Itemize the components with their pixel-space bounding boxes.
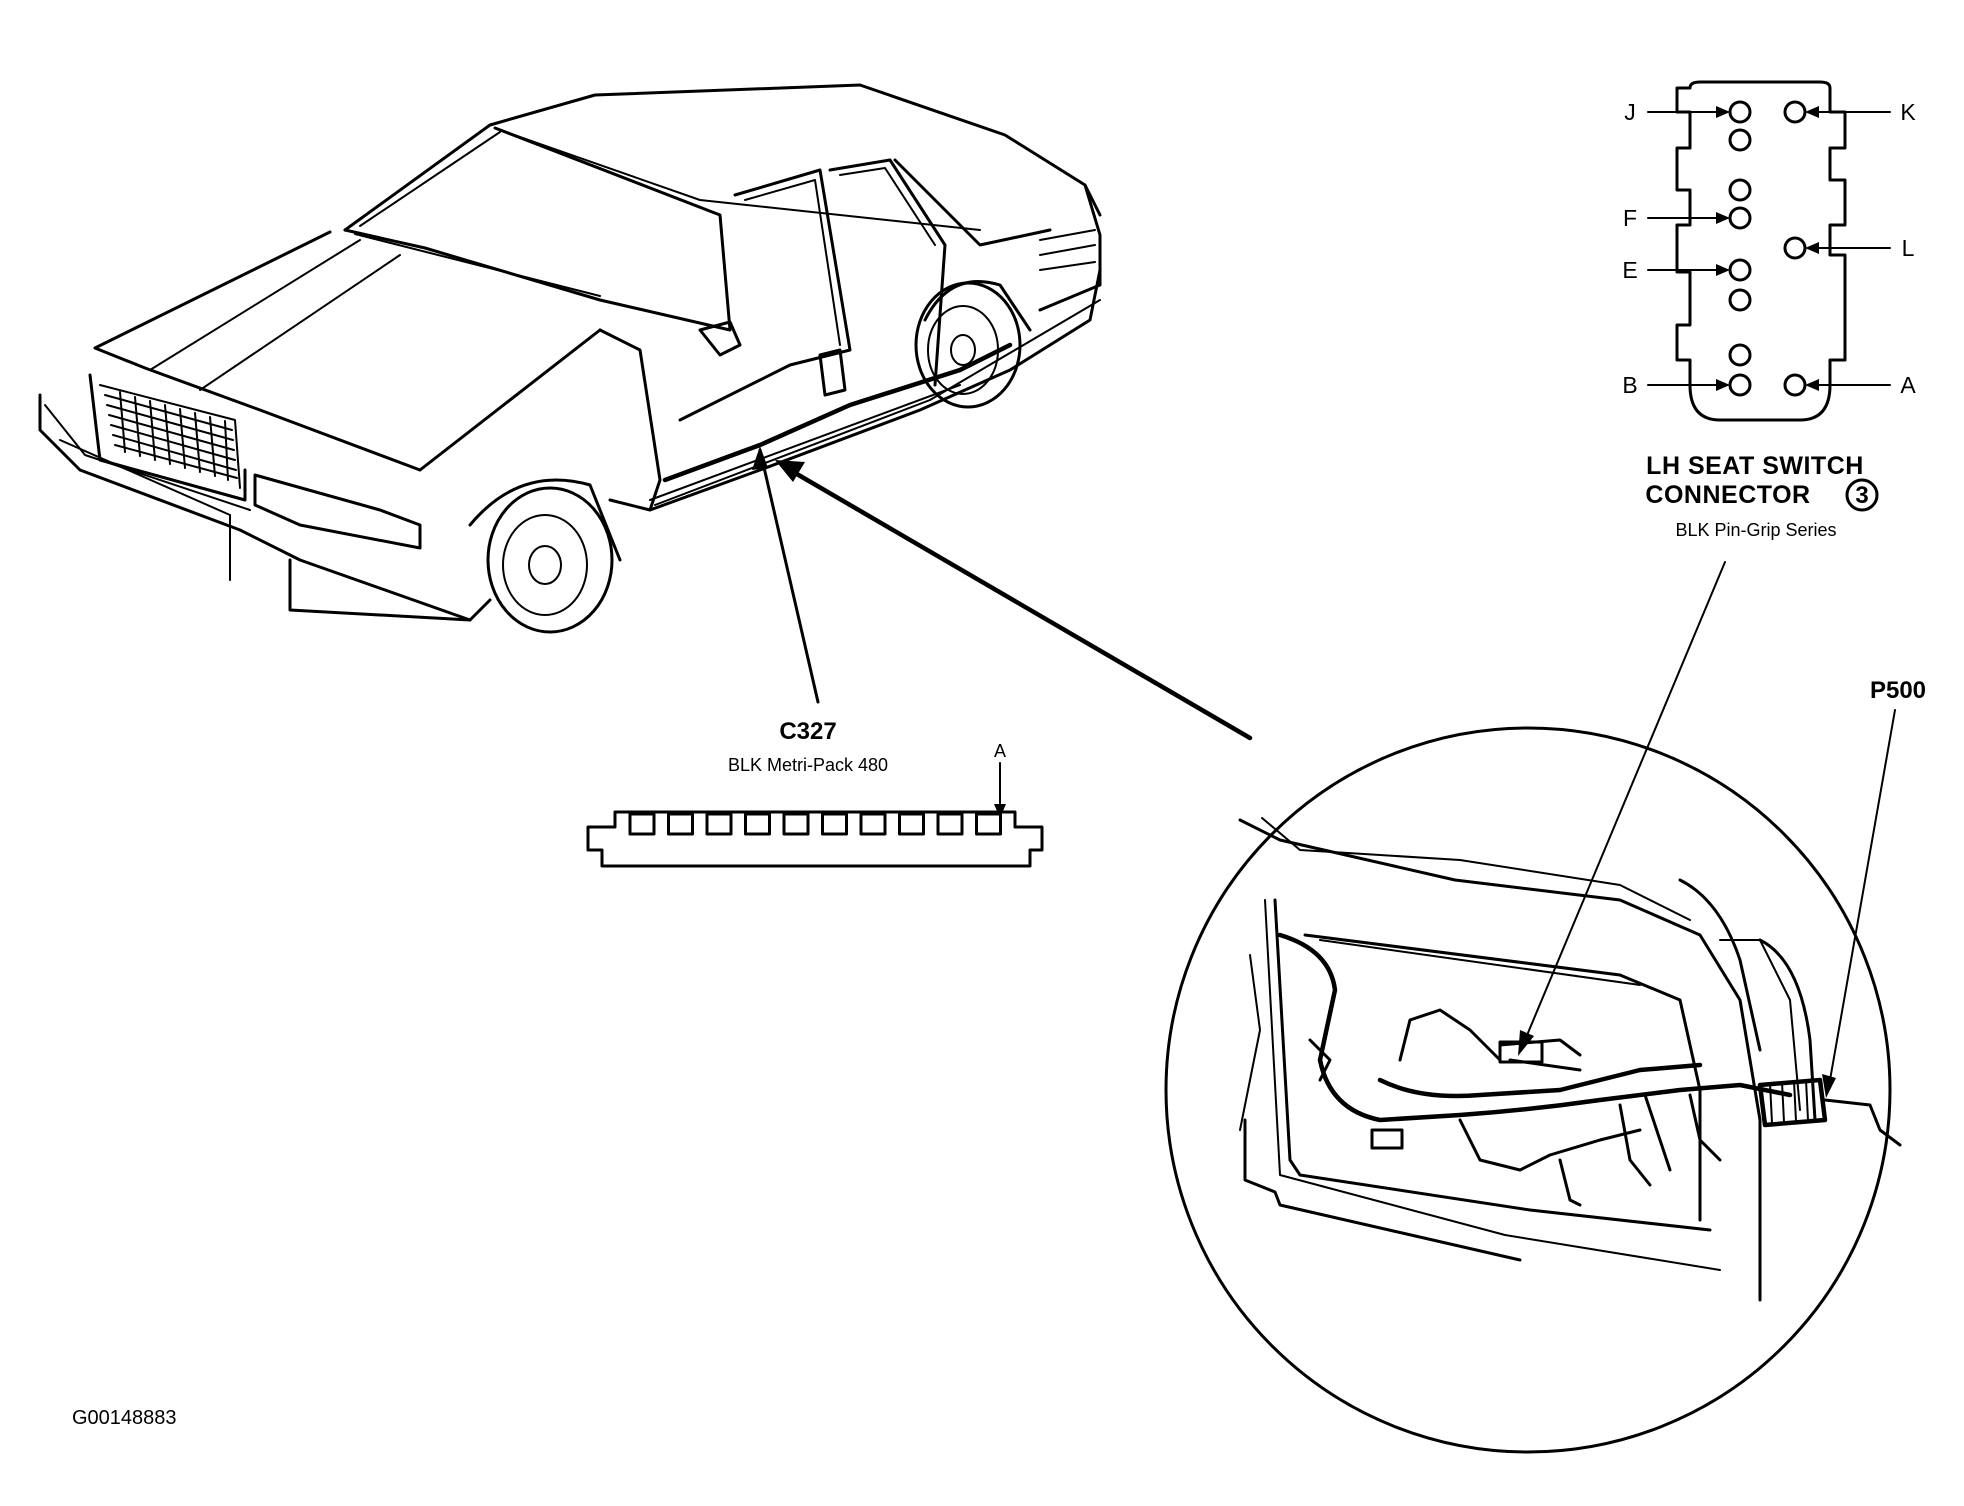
seat-connector-description: BLK Pin-Grip Series xyxy=(1675,520,1836,540)
connector-number-badge xyxy=(1845,478,1879,512)
seat-pin-j xyxy=(1728,100,1752,124)
grille xyxy=(104,391,238,481)
seat-pin-9 xyxy=(1728,343,1752,367)
pointer-arrows xyxy=(752,446,1253,741)
seat-pin-b xyxy=(1728,373,1752,397)
c327-cavity xyxy=(705,812,733,836)
front-wheel xyxy=(468,478,622,634)
seat-pin-f xyxy=(1728,206,1752,230)
c327-pin-a-marker: A xyxy=(994,741,1006,761)
seat-pin-k xyxy=(1783,100,1807,124)
seat-pin-e xyxy=(1728,258,1752,282)
seat-pin-2 xyxy=(1728,128,1752,152)
seat-connector-subtitle: CONNECTOR xyxy=(1645,481,1810,509)
p500-label: P500 xyxy=(1870,677,1926,704)
c327-cavity xyxy=(859,812,887,836)
seat-connector-title: LH SEAT SWITCH xyxy=(1646,452,1864,480)
pin-label-f: F xyxy=(1623,205,1637,231)
c327-description: BLK Metri-Pack 480 xyxy=(728,755,888,775)
seat-pin-l xyxy=(1783,236,1807,260)
c327-label: C327 xyxy=(779,718,836,745)
p500-grommet xyxy=(1757,1077,1902,1147)
pin-label-b: B xyxy=(1622,372,1637,398)
seat-pin-4 xyxy=(1728,178,1752,202)
rear-wheel xyxy=(914,280,1032,409)
door-wiring-harness xyxy=(1277,932,1793,1207)
figure-code: G00148883 xyxy=(72,1407,177,1429)
c327-cavity xyxy=(667,812,694,836)
c327-cavity xyxy=(936,812,964,836)
c327-cavity xyxy=(782,812,810,836)
seat-pin-a xyxy=(1783,373,1807,397)
door-detail-view xyxy=(1164,726,1902,1454)
module-box xyxy=(1370,1128,1404,1150)
lh-seat-switch-connector: J K F L E B A LH SEAT SWITCH CONNECTOR 3… xyxy=(1518,80,1916,1056)
c327-cavity xyxy=(628,812,656,836)
pin-label-j: J xyxy=(1624,99,1636,125)
pin-label-l: L xyxy=(1902,235,1915,261)
car-illustration xyxy=(38,83,1102,634)
c327-cavity xyxy=(821,812,848,836)
c327-cavity xyxy=(744,812,771,836)
pin-label-a: A xyxy=(1900,372,1916,398)
c327-connector: C327 BLK Metri-Pack 480 A xyxy=(586,718,1044,868)
c327-cavity xyxy=(975,812,1002,836)
pin-label-k: K xyxy=(1900,99,1916,125)
lh-seat-switch-plug xyxy=(1498,1040,1544,1064)
pin-label-e: E xyxy=(1622,257,1637,283)
c327-cavity xyxy=(898,812,925,836)
c327-cavities xyxy=(628,812,1002,836)
seat-pin-8 xyxy=(1728,288,1752,312)
connector-number: 3 xyxy=(1855,482,1868,509)
p500-leader xyxy=(1829,709,1896,1081)
